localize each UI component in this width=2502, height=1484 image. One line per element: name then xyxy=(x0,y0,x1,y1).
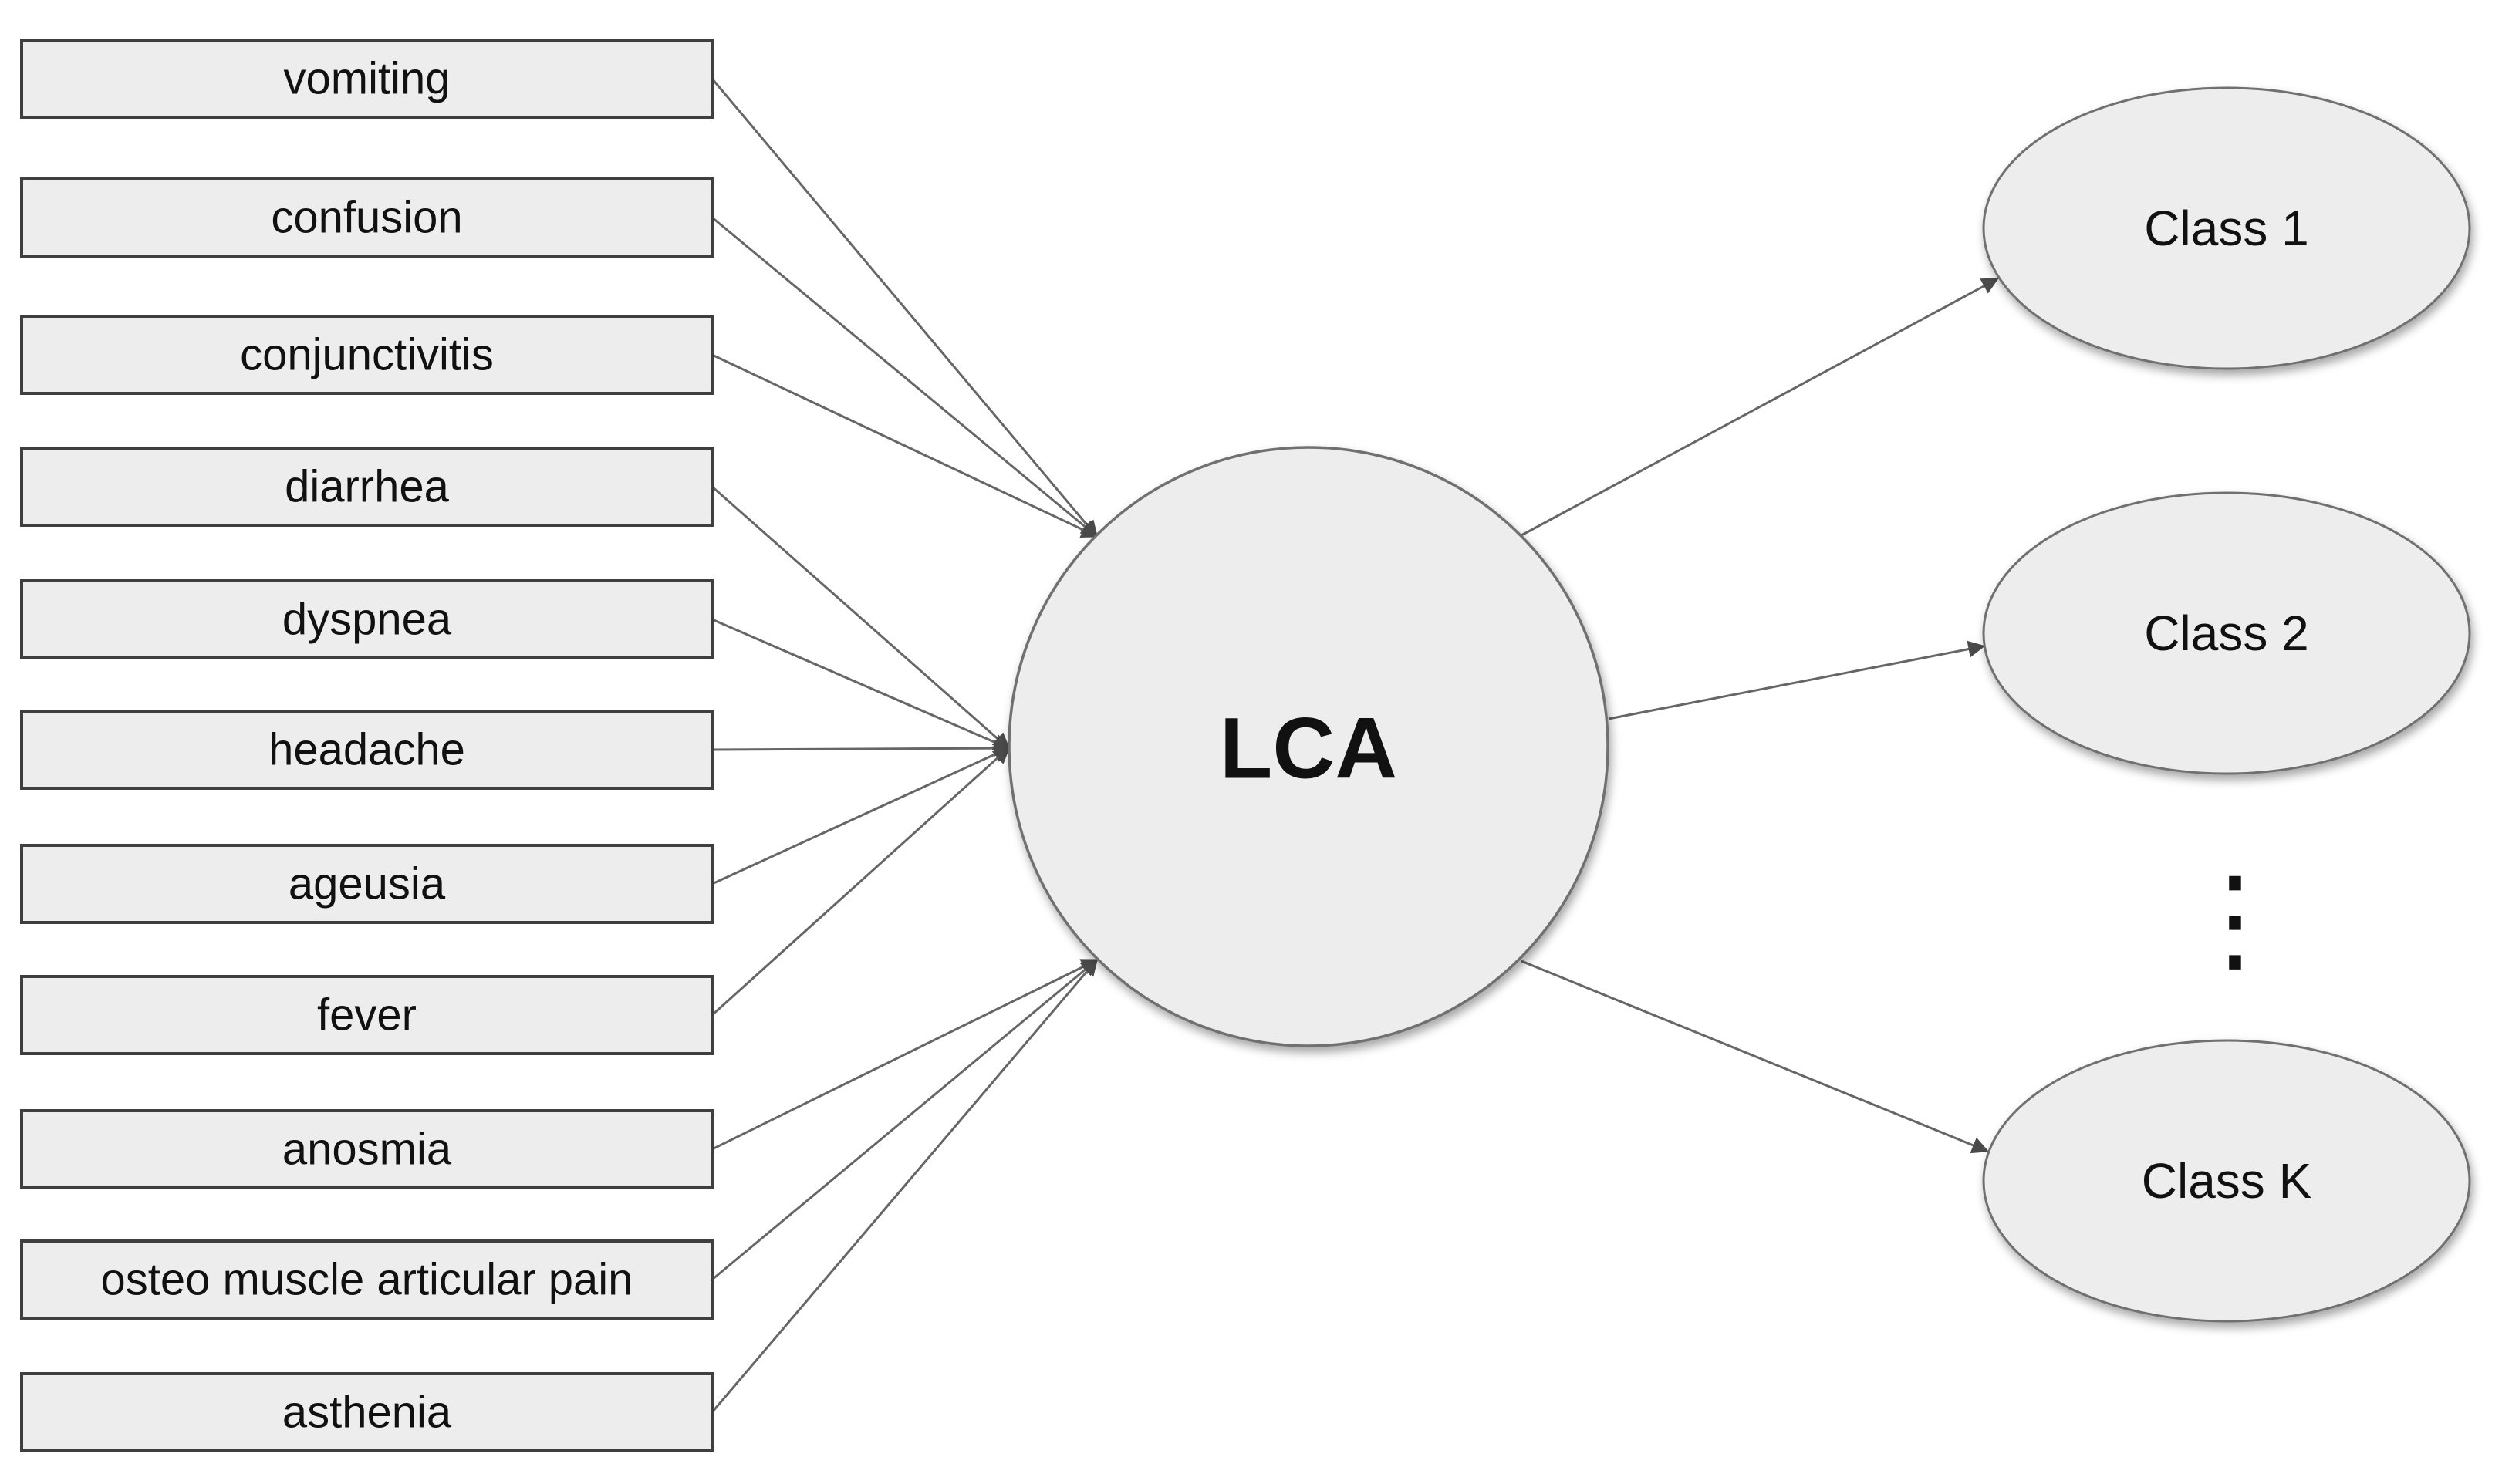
indicator-box-rect xyxy=(20,447,714,527)
class-ellipse xyxy=(1982,1039,2471,1323)
indicator-box-dyspnea: dyspnea xyxy=(20,579,714,659)
arrow-lca-to-class-1 xyxy=(1521,278,1999,537)
arrow-ageusia-to-lca xyxy=(711,746,1011,885)
indicator-label: osteo muscle articular pain xyxy=(101,1255,633,1305)
indicator-box-rect xyxy=(20,39,714,119)
latent-variable-node: LCA xyxy=(1008,446,1609,1047)
arrow-lca-to-class-k xyxy=(1521,960,1990,1154)
class-nodes: Class 1 Class 2 Class K xyxy=(1982,86,2471,1323)
class-label: Class K xyxy=(2142,1153,2312,1209)
indicator-label: anosmia xyxy=(282,1125,452,1175)
indicator-label: vomiting xyxy=(284,54,451,104)
class-arrows xyxy=(1521,278,1999,1154)
indicator-box-anosmia: anosmia xyxy=(20,1109,714,1189)
arrow-conjunctivitis-to-lca xyxy=(711,353,1099,538)
indicator-label: asthenia xyxy=(282,1388,452,1438)
indicator-box-rect xyxy=(20,579,714,659)
indicator-box-rect xyxy=(20,844,714,924)
indicator-label: headache xyxy=(268,725,465,775)
indicator-label: ageusia xyxy=(289,859,446,909)
indicator-box-rect xyxy=(20,1109,714,1189)
indicator-box-confusion: confusion xyxy=(20,177,714,258)
indicator-label: dyspnea xyxy=(282,595,452,645)
indicator-box-conjunctivitis: conjunctivitis xyxy=(20,315,714,395)
ellipsis-dots: ⋮ xyxy=(2177,852,2293,987)
class-node-class-2: Class 2 xyxy=(1982,491,2471,775)
indicator-label: conjunctivitis xyxy=(240,330,494,380)
arrow-fever-to-lca xyxy=(711,746,1011,1017)
indicator-box-rect xyxy=(20,1239,714,1320)
class-ellipse xyxy=(1982,86,2471,370)
arrow-osteo-muscle-articular-pain-to-lca xyxy=(711,958,1099,1281)
class-node-class-k: Class K xyxy=(1982,1039,2471,1323)
class-label: Class 1 xyxy=(2144,201,2308,256)
indicator-label: diarrhea xyxy=(285,462,450,512)
indicator-box-rect xyxy=(20,315,714,395)
arrow-diarrhea-to-lca xyxy=(711,485,1011,750)
indicator-box-asthenia: asthenia xyxy=(20,1372,714,1452)
latent-variable-circle xyxy=(1008,446,1609,1047)
arrow-dyspnea-to-lca xyxy=(711,618,1011,750)
arrow-headache-to-lca xyxy=(711,740,1011,757)
indicator-box-fever: fever xyxy=(20,975,714,1055)
indicator-box-ageusia: ageusia xyxy=(20,844,714,924)
indicator-box-osteo-muscle-articular-pain: osteo muscle articular pain xyxy=(20,1239,714,1320)
indicator-box-headache: headache xyxy=(20,710,714,790)
class-ellipse xyxy=(1982,491,2471,775)
class-node-class-1: Class 1 xyxy=(1982,86,2471,370)
indicator-arrows xyxy=(711,78,1099,1413)
indicator-label: confusion xyxy=(271,193,462,243)
arrow-anosmia-to-lca xyxy=(711,959,1099,1151)
arrow-lca-to-class-2 xyxy=(1608,640,1986,720)
indicator-boxes: vomiting confusion conjunctivitis diarrhea d… xyxy=(20,39,714,1452)
indicator-box-rect xyxy=(20,710,714,790)
indicator-box-rect xyxy=(20,177,714,258)
indicator-box-vomiting: vomiting xyxy=(20,39,714,119)
arrow-confusion-to-lca xyxy=(711,216,1099,538)
class-label: Class 2 xyxy=(2144,605,2308,661)
indicator-label: fever xyxy=(317,990,417,1040)
indicator-box-diarrhea: diarrhea xyxy=(20,447,714,527)
arrow-asthenia-to-lca xyxy=(711,958,1099,1413)
arrow-vomiting-to-lca xyxy=(711,78,1099,538)
indicator-box-rect xyxy=(20,975,714,1055)
latent-variable-label: LCA xyxy=(1220,700,1397,797)
indicator-box-rect xyxy=(20,1372,714,1452)
